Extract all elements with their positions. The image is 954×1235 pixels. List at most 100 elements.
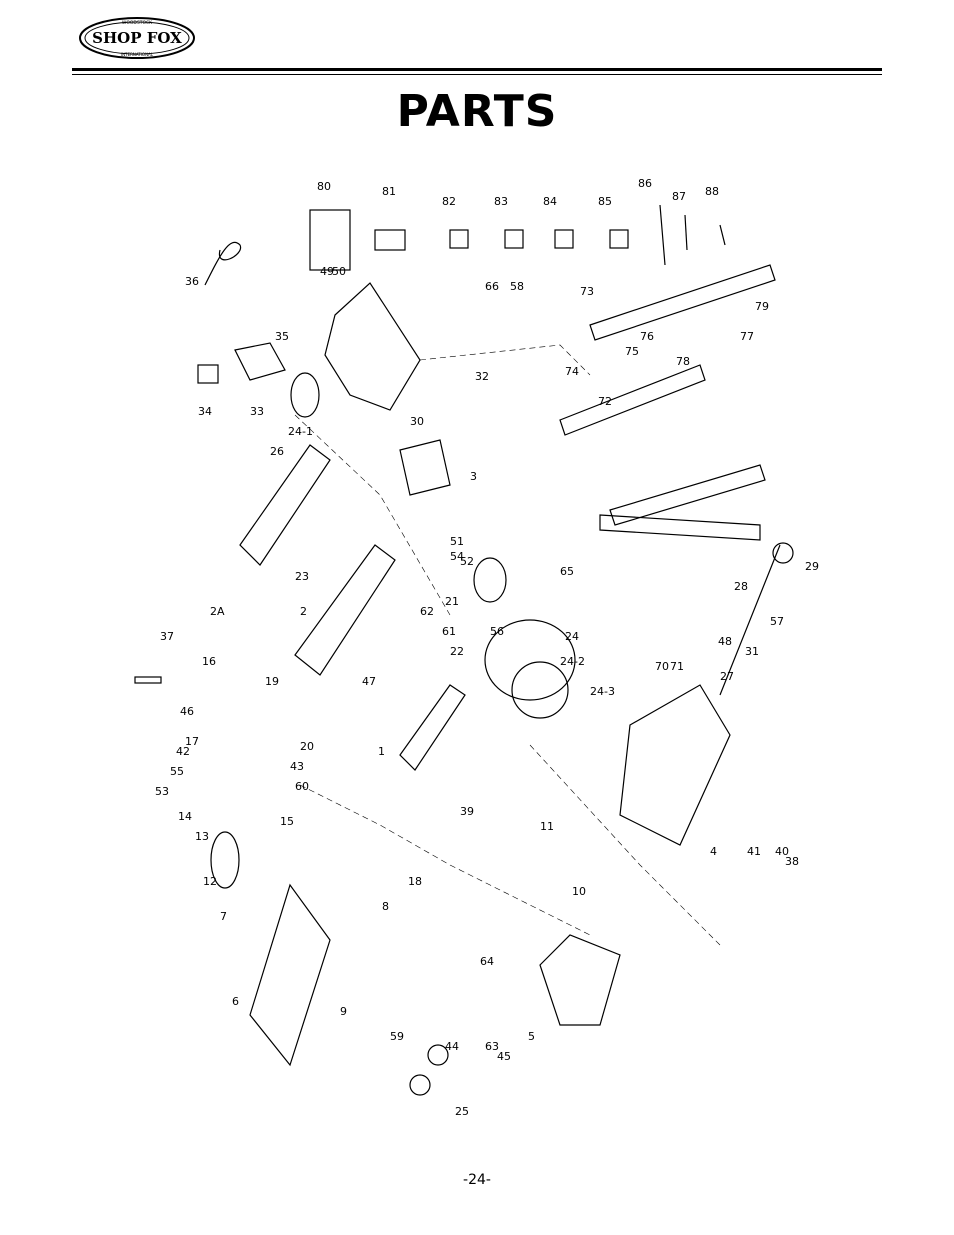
callout: 18 <box>408 875 422 888</box>
callout: 36 <box>185 275 199 288</box>
label-88-shape <box>719 224 726 246</box>
callout: 23 <box>295 570 309 583</box>
assembly-dashed-line-3 <box>299 784 591 936</box>
disc-table-shape <box>249 883 331 1067</box>
label-81-shape <box>374 229 406 251</box>
callout: 32 <box>475 370 489 383</box>
callout: 73 <box>580 285 594 298</box>
exploded-parts-diagram: 1 2 2A 3 4 5 6 7 8 9 10 11 12 13 14 15 1… <box>134 177 819 1118</box>
callout: 29 <box>805 560 819 573</box>
callout: 6 <box>232 995 239 1008</box>
base-shape <box>539 934 621 1026</box>
label-83-shape <box>504 229 524 249</box>
callout: 21 <box>445 595 459 608</box>
callout: 9 <box>340 1005 347 1018</box>
callout: 82 <box>442 195 456 208</box>
callout: 61 <box>442 625 456 638</box>
callout: 13 <box>195 830 209 843</box>
arm-shape <box>619 684 731 846</box>
shop-fox-logo: WOODSTOCK SHOP FOX INTERNATIONAL <box>79 17 195 59</box>
main-frame-shape <box>399 684 466 771</box>
callout: 35 <box>275 330 289 343</box>
callout: 20 <box>300 740 314 753</box>
header-rule-thick <box>72 68 882 71</box>
callout: 43 <box>290 760 304 773</box>
callout: 83 <box>494 195 508 208</box>
stand-rail-mid <box>559 364 706 436</box>
callout: 31 <box>745 645 759 658</box>
switch-shape <box>197 364 219 384</box>
callout: 10 <box>572 885 586 898</box>
callout: 8 <box>382 900 389 913</box>
callout: 16 <box>202 655 216 668</box>
callout: 81 <box>382 185 396 198</box>
knob-shape <box>427 1044 449 1066</box>
label-87-shape <box>684 214 688 251</box>
callout: 22 <box>450 645 464 658</box>
callout: 86 <box>638 177 652 190</box>
assembly-dashed-line-1 <box>294 414 451 616</box>
belt-frame-shape <box>294 544 396 676</box>
callout: 77 <box>740 330 754 343</box>
callout: 7 <box>220 910 227 923</box>
callout: 62 <box>420 605 434 618</box>
callout: 58 <box>510 280 524 293</box>
callout: 71 <box>670 660 684 673</box>
callout: 42 <box>176 745 190 758</box>
label-80-shape <box>309 209 351 271</box>
header-rule-thin <box>72 74 882 75</box>
logo-ring-bottom: INTERNATIONAL <box>121 52 154 57</box>
label-85-shape <box>609 229 629 249</box>
disc-guard-shape <box>399 439 451 496</box>
callout: 25 <box>455 1105 469 1118</box>
callout: 1 <box>378 745 385 758</box>
upper-table-shape <box>324 282 421 411</box>
callout: 4 <box>710 845 717 858</box>
callout: 26 <box>270 445 284 458</box>
callout: 34 <box>198 405 212 418</box>
callout: 24-3 <box>590 685 615 698</box>
sanding-belt-shape <box>239 444 331 566</box>
callout: 56 <box>490 625 504 638</box>
callout: 64 <box>480 955 494 968</box>
callout: 15 <box>280 815 294 828</box>
callout: 39 <box>460 805 474 818</box>
callout-numbers: 1 2 2A 3 4 5 6 7 8 9 10 11 12 13 14 15 1… <box>155 177 819 1118</box>
callout: 19 <box>265 675 279 688</box>
callout: 79 <box>755 300 769 313</box>
label-86-shape <box>659 204 666 266</box>
callout: 87 <box>672 190 686 203</box>
callout: 54 <box>450 550 464 563</box>
rod-shape <box>719 544 781 696</box>
rod-knob-shape <box>772 542 794 564</box>
callout: 50 <box>332 265 346 278</box>
callout: 2 <box>300 605 307 618</box>
callout: 51 <box>450 535 464 548</box>
stand-leg <box>599 514 761 541</box>
logo-ring-top: WOODSTOCK <box>122 20 153 26</box>
callout: 72 <box>598 395 612 408</box>
page-title: PARTS <box>396 86 558 137</box>
callout: 38 <box>785 855 799 868</box>
callout: 48 <box>718 635 732 648</box>
assembly-dashed-line-2 <box>419 344 591 376</box>
callout: 80 <box>317 180 331 193</box>
page-number: -24- <box>463 1172 491 1188</box>
callout: 84 <box>543 195 557 208</box>
callout: 66 <box>485 280 499 293</box>
callout: 30 <box>410 415 424 428</box>
capacitor-shape <box>290 372 320 418</box>
motor-shape <box>484 619 576 701</box>
callout: 5 <box>528 1030 535 1043</box>
stand-rail-low <box>609 464 766 526</box>
callout: 24-1 <box>288 425 313 438</box>
callout: 33 <box>250 405 264 418</box>
callout: 44 <box>445 1040 459 1053</box>
callout: 55 <box>170 765 184 778</box>
callout: 75 <box>625 345 639 358</box>
callout: 76 <box>640 330 654 343</box>
power-cord-shape <box>204 241 242 286</box>
knob-shape-2 <box>409 1074 431 1096</box>
callout: 3 <box>470 470 477 483</box>
callout: 88 <box>705 185 719 198</box>
